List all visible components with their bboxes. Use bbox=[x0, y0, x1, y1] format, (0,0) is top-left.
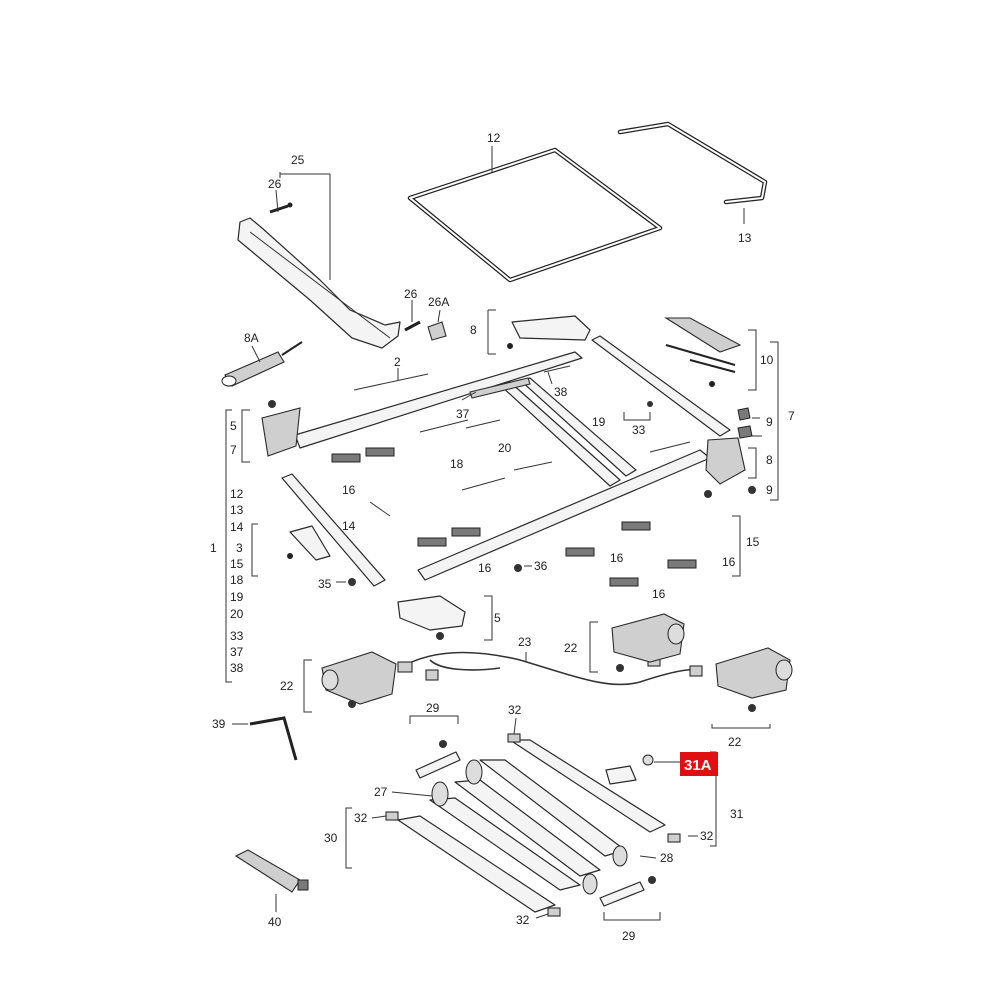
callout-35: 35 bbox=[318, 577, 332, 591]
cable-18 bbox=[419, 419, 506, 491]
callout-9-b: 9 bbox=[766, 483, 773, 497]
callout-7-left: 7 bbox=[230, 443, 237, 457]
bracket-3 bbox=[287, 525, 331, 561]
motor-22-mid bbox=[611, 613, 685, 672]
callout-32-right: 32 bbox=[700, 829, 714, 843]
callout-16-e: 16 bbox=[722, 555, 736, 569]
callout-5: 5 bbox=[230, 419, 237, 433]
cable-20 bbox=[465, 419, 553, 471]
callout-26-b: 26 bbox=[404, 287, 418, 301]
callout-13: 13 bbox=[738, 231, 752, 245]
callout-labels: 12 13 25 26 26 26A 8A 2 8 10 7 9 8 9 38 … bbox=[210, 131, 795, 943]
callout-40: 40 bbox=[268, 915, 282, 929]
hex-key-39 bbox=[249, 716, 298, 761]
clip-26A bbox=[427, 321, 447, 341]
callout-22-left: 22 bbox=[280, 679, 294, 693]
callout-18-list: 18 bbox=[230, 573, 244, 587]
bracket-8-top bbox=[507, 315, 591, 349]
callout-10: 10 bbox=[760, 353, 774, 367]
callout-25: 25 bbox=[291, 153, 305, 167]
leader-lines bbox=[225, 146, 779, 921]
callout-12-list: 12 bbox=[230, 487, 244, 501]
callout-22-right: 22 bbox=[728, 735, 742, 749]
callout-15: 15 bbox=[746, 535, 760, 549]
callout-16-b: 16 bbox=[478, 561, 492, 575]
callout-18: 18 bbox=[450, 457, 464, 471]
callout-33-list: 33 bbox=[230, 629, 244, 643]
cable-19 bbox=[543, 365, 691, 453]
callout-31A: 31A bbox=[684, 757, 712, 774]
callout-38: 38 bbox=[554, 385, 568, 399]
callout-32-top: 32 bbox=[508, 703, 522, 717]
callout-33: 33 bbox=[632, 423, 646, 437]
sunshade-assembly bbox=[397, 739, 666, 913]
callout-19-list: 19 bbox=[230, 590, 244, 604]
screws bbox=[268, 400, 756, 640]
callout-20-list: 20 bbox=[230, 607, 244, 621]
callout-30: 30 bbox=[324, 831, 338, 845]
callout-14: 14 bbox=[342, 519, 356, 533]
highlight-31A: 31A bbox=[680, 752, 718, 776]
callout-23: 23 bbox=[518, 635, 532, 649]
callout-32-left: 32 bbox=[354, 811, 368, 825]
tool-8A bbox=[221, 341, 303, 387]
callout-37-list: 37 bbox=[230, 645, 244, 659]
guide-29-lower bbox=[599, 876, 656, 907]
highlight-box bbox=[680, 752, 718, 776]
callout-29-bottom: 29 bbox=[622, 929, 636, 943]
deflector-pin-26-b bbox=[404, 320, 421, 332]
guide-29-upper bbox=[415, 740, 461, 779]
glass-seal-13 bbox=[617, 121, 768, 205]
clip-9 bbox=[737, 407, 753, 439]
callout-7-right: 7 bbox=[788, 409, 795, 423]
callout-14-list: 14 bbox=[230, 520, 244, 534]
clips-32 bbox=[385, 733, 681, 917]
callout-8-lower: 8 bbox=[766, 453, 773, 467]
callout-26A: 26A bbox=[428, 295, 449, 309]
grease-tube-40 bbox=[234, 849, 309, 893]
callout-36: 36 bbox=[534, 559, 548, 573]
callout-5-lower: 5 bbox=[494, 611, 501, 625]
callout-32-bottom: 32 bbox=[516, 913, 530, 927]
deflector-pin-26 bbox=[269, 202, 293, 214]
slider-31A-parts bbox=[605, 754, 654, 785]
callout-19: 19 bbox=[592, 415, 606, 429]
callout-8A: 8A bbox=[244, 331, 259, 345]
callout-8-top: 8 bbox=[470, 323, 477, 337]
drive-cable-10 bbox=[664, 317, 742, 387]
callout-16-c: 16 bbox=[610, 551, 624, 565]
callout-26: 26 bbox=[268, 177, 282, 191]
motor-22-left bbox=[321, 651, 397, 708]
sunroof-frame-1 bbox=[261, 335, 746, 587]
callout-22-mid: 22 bbox=[564, 641, 578, 655]
slide-16-a bbox=[331, 447, 395, 463]
callout-16-d: 16 bbox=[652, 587, 666, 601]
callout-38-list: 38 bbox=[230, 661, 244, 675]
wind-deflector-25 bbox=[237, 217, 401, 349]
callout-16-a: 16 bbox=[342, 483, 356, 497]
callout-28: 28 bbox=[660, 851, 674, 865]
callout-1: 1 bbox=[210, 541, 217, 555]
callout-12: 12 bbox=[487, 131, 501, 145]
motor-22-right bbox=[715, 647, 793, 712]
callout-39: 39 bbox=[212, 717, 226, 731]
callout-37: 37 bbox=[456, 407, 470, 421]
callout-15-list: 15 bbox=[230, 557, 244, 571]
slide-16-d bbox=[609, 559, 697, 587]
callout-3: 3 bbox=[236, 541, 243, 555]
callout-2: 2 bbox=[394, 355, 401, 369]
corner-bracket-5-lower bbox=[397, 595, 466, 631]
callout-20: 20 bbox=[498, 441, 512, 455]
callout-27: 27 bbox=[374, 785, 388, 799]
glass-seal-12 bbox=[407, 147, 663, 283]
callout-29-top: 29 bbox=[426, 701, 440, 715]
slide-16-b bbox=[417, 527, 481, 547]
callout-9: 9 bbox=[766, 415, 773, 429]
callout-31: 31 bbox=[730, 807, 744, 821]
callout-13-list: 13 bbox=[230, 503, 244, 517]
slide-16-c bbox=[565, 521, 651, 557]
